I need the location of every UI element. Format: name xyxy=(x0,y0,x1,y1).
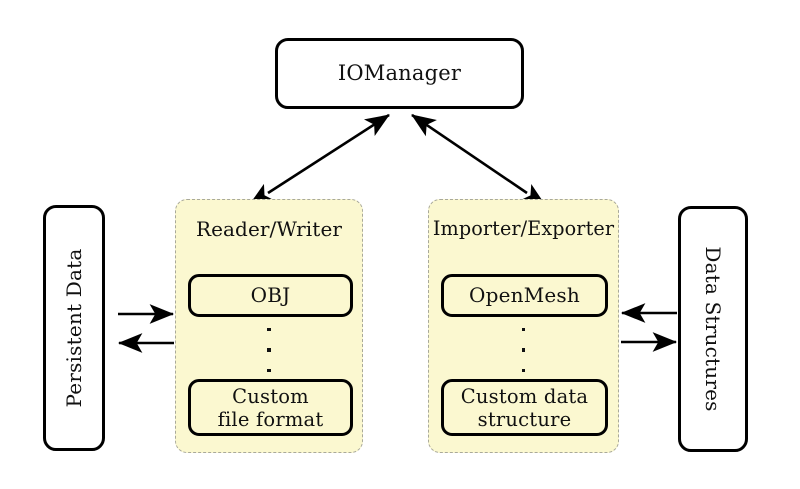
iomanager-label: IOManager xyxy=(337,61,462,86)
group-importer-exporter[interactable]: Importer/Exporter OpenMesh Custom data s… xyxy=(428,199,619,453)
custom-data-structure-label: Custom data structure xyxy=(461,385,589,431)
group-importer-exporter-title: Importer/Exporter xyxy=(432,217,615,240)
group-reader-writer[interactable]: Reader/Writer OBJ Custom file format xyxy=(175,199,363,453)
custom-file-format-line1: Custom xyxy=(232,384,309,408)
node-custom-file-format[interactable]: Custom file format xyxy=(188,379,353,436)
node-openmesh[interactable]: OpenMesh xyxy=(441,274,608,317)
obj-label: OBJ xyxy=(250,282,291,307)
node-iomanager[interactable]: IOManager xyxy=(275,38,524,109)
edge-importerexporter-iomanager xyxy=(411,113,546,206)
openmesh-label: OpenMesh xyxy=(469,282,580,307)
node-data-structures[interactable]: Data Structures xyxy=(678,206,748,452)
custom-file-format-line2: file format xyxy=(217,407,324,431)
custom-data-structure-line2: structure xyxy=(477,407,572,431)
group-reader-writer-title: Reader/Writer xyxy=(195,217,343,241)
node-custom-data-structure[interactable]: Custom data structure xyxy=(441,379,608,436)
custom-data-structure-line1: Custom data xyxy=(460,384,589,408)
node-obj[interactable]: OBJ xyxy=(188,274,353,317)
importer-exporter-ellipsis-icon xyxy=(429,328,618,372)
custom-file-format-label: Custom file format xyxy=(218,385,324,431)
persistent-data-label: Persistent Data xyxy=(62,248,86,408)
reader-writer-ellipsis-icon xyxy=(176,328,362,372)
node-persistent-data[interactable]: Persistent Data xyxy=(43,205,105,451)
edge-readerwriter-iomanager xyxy=(248,113,390,206)
data-structures-label: Data Structures xyxy=(701,246,725,412)
